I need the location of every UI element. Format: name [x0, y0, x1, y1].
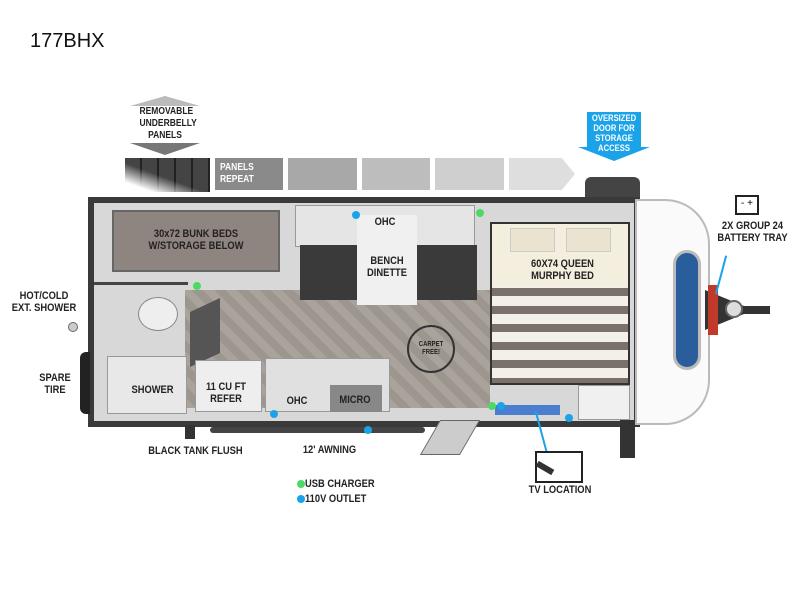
usb-charger-icon — [488, 402, 496, 410]
battery-tray — [708, 285, 718, 335]
jack — [725, 300, 743, 318]
bathroom-wall — [94, 282, 188, 285]
usb-charger-icon — [193, 282, 201, 290]
tv-label: TV LOCATION — [528, 484, 592, 496]
refrigerator — [195, 360, 262, 412]
pillow — [510, 228, 555, 252]
underbelly-panels — [125, 158, 210, 192]
outlet-icon — [364, 426, 372, 434]
pantry — [578, 385, 630, 420]
bunk-beds-label: 30x72 BUNK BEDS W/STORAGE BELOW — [148, 228, 244, 252]
legend-outlet-label: 110V OUTLET — [305, 493, 367, 505]
dinette-bench — [415, 245, 477, 300]
pillow — [566, 228, 611, 252]
tv-icon — [535, 451, 583, 483]
legend-usb-icon — [297, 480, 305, 488]
model-title: 177BHX — [30, 30, 105, 52]
usb-charger-icon — [476, 209, 484, 217]
panel — [435, 158, 504, 190]
panel — [362, 158, 430, 190]
legend-usb-label: USB CHARGER — [305, 478, 375, 490]
spare-tire-label: SPARE TIRE — [39, 372, 71, 396]
storage-arrow-icon — [587, 112, 641, 147]
battery-icon: - + — [735, 195, 759, 215]
panel — [288, 158, 357, 190]
forest-river-logo — [673, 250, 701, 370]
dinette-ohc-label: OHC — [374, 216, 396, 228]
outlet-icon — [565, 414, 573, 422]
microwave — [330, 385, 382, 412]
remote-icon — [535, 460, 555, 476]
battery-pointer — [714, 255, 728, 295]
outlet-icon — [270, 410, 278, 418]
tongue-front — [620, 420, 635, 458]
outlet-icon — [497, 402, 505, 410]
shower-label: SHOWER — [131, 384, 174, 396]
ext-shower-icon — [68, 322, 78, 332]
ext-shower-label: HOT/COLD EXT. SHOWER — [11, 290, 77, 314]
storage-arrow-head-icon — [578, 147, 650, 161]
bunk-beds — [112, 210, 280, 272]
battery-label: 2X GROUP 24 BATTERY TRAY — [717, 220, 788, 244]
spare-tire — [80, 352, 90, 414]
outlet-icon — [352, 211, 360, 219]
black-tank-flush-icon — [185, 425, 195, 439]
legend-outlet-icon — [297, 495, 305, 503]
bed-label: 60X74 QUEEN MURPHY BED — [531, 258, 594, 282]
dinette-table — [357, 215, 417, 305]
arrow-down-icon — [130, 143, 200, 155]
carpet-free-label: CARPET FREE! — [418, 341, 444, 356]
arrow-up-icon — [130, 96, 200, 106]
shower-stall — [107, 356, 187, 414]
awning-label: 12' AWNING — [302, 444, 357, 456]
awning — [210, 427, 425, 433]
storage-door-label: OVERSIZED DOOR FOR STORAGE ACCESS — [591, 113, 637, 153]
toilet — [138, 297, 178, 331]
dinette-label: BENCH DINETTE — [366, 255, 408, 279]
panel — [509, 158, 575, 190]
tv-cabinet — [495, 405, 560, 415]
kitchen-ohc-label: OHC — [286, 395, 308, 407]
panels-repeat-label: PANELS REPEAT — [220, 162, 254, 185]
panel: PANELS REPEAT — [215, 158, 283, 190]
underbelly-label: REMOVABLE UNDERBELLY PANELS — [139, 106, 197, 141]
black-tank-label: BLACK TANK FLUSH — [148, 445, 243, 457]
refer-label: 11 CU FT REFER — [205, 381, 247, 405]
micro-label: MICRO — [339, 394, 371, 406]
carpet-free-stamp: CARPET FREE! — [407, 325, 455, 373]
